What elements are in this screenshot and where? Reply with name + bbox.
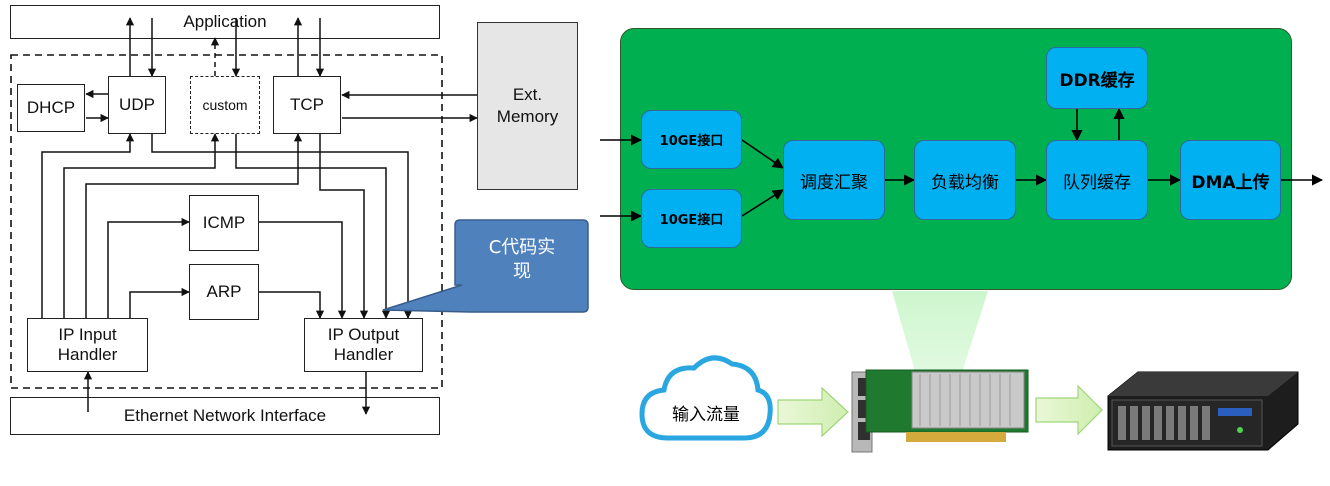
tcp-to-output-line: [319, 134, 369, 319]
10ge-port-1: 10GE接口: [641, 110, 742, 169]
cloud-icon: [639, 355, 773, 441]
port1-to-aggregate-arrow: [741, 139, 784, 169]
fpga-card-image: [851, 369, 1029, 453]
arp-to-output-line: [259, 291, 325, 319]
icmp-to-output-line: [259, 221, 347, 319]
arp-box: ARP: [189, 264, 259, 320]
udp-to-output-line: [151, 134, 413, 319]
input-to-icmp-line: [107, 217, 190, 318]
dhcp-box: DHCP: [17, 84, 85, 132]
udp-box: UDP: [108, 76, 166, 134]
load-balancing-block: 负载均衡: [914, 140, 1016, 220]
custom-to-output-line: [235, 134, 391, 319]
ext-memory-box: Ext. Memory: [477, 22, 578, 190]
c-code-callout: [382, 219, 589, 313]
port2-to-aggregate-arrow: [741, 189, 784, 217]
c-code-callout-label: C代码实 现: [488, 237, 556, 282]
input-traffic-label: 输入流量: [672, 405, 740, 425]
input-to-custom-line: [63, 133, 220, 318]
scheduling-aggregation-block: 调度汇聚: [783, 140, 885, 220]
10ge-port-2: 10GE接口: [641, 189, 742, 248]
ddr-buffer-block: DDR缓存: [1046, 47, 1148, 109]
dma-upload-block: DMA上传: [1180, 140, 1281, 220]
ethernet-interface-box: Ethernet Network Interface: [10, 397, 440, 435]
server-image: [1107, 371, 1299, 451]
input-to-tcp-line: [85, 133, 303, 318]
card-to-server-arrow: [1035, 384, 1103, 436]
tcp-box: TCP: [273, 76, 341, 134]
icmp-box: ICMP: [189, 195, 259, 251]
application-box: Application: [10, 5, 440, 39]
input-to-udp-line: [41, 133, 135, 318]
ip-output-handler-box: IP Output Handler: [304, 318, 423, 372]
highlight-beam: [892, 291, 988, 410]
queue-buffer-block: 队列缓存: [1046, 140, 1148, 220]
input-to-arp-line: [129, 287, 190, 318]
ip-input-handler-box: IP Input Handler: [27, 318, 148, 372]
cloud-to-card-arrow: [777, 386, 849, 438]
custom-box: custom: [190, 76, 260, 134]
stack-boundary: [10, 54, 443, 389]
